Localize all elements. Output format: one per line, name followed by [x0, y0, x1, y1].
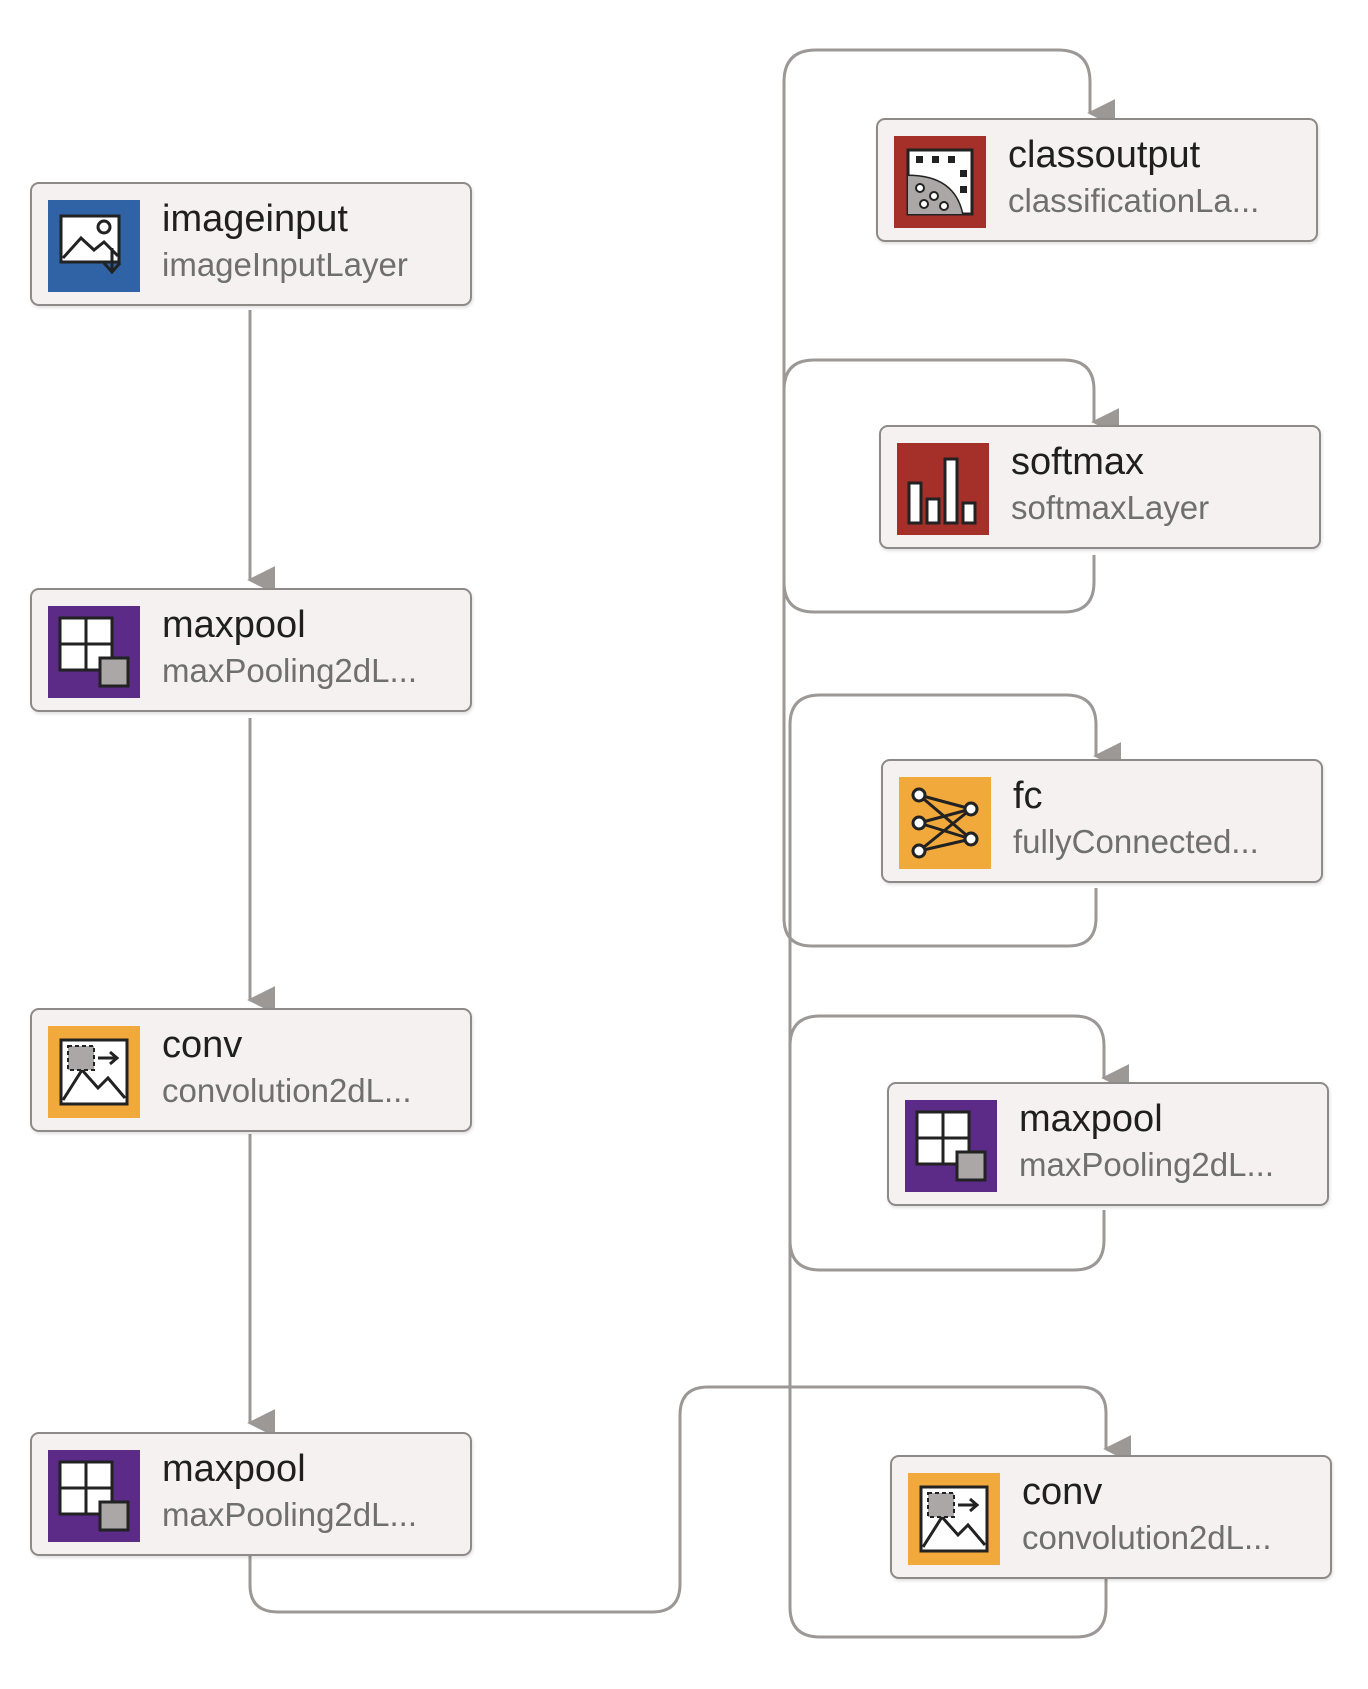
node-type: softmaxLayer — [1011, 489, 1210, 526]
node-type: convolution2dL... — [162, 1072, 412, 1109]
node-maxpool-3[interactable]: maxpool maxPooling2dL... — [887, 1082, 1329, 1206]
wire-fc-to-softmax — [782, 358, 1120, 948]
node-imageinput[interactable]: imageinput imageInputLayer — [30, 182, 472, 306]
wire-maxpool-to-conv-right — [248, 1385, 1132, 1614]
node-name: conv — [162, 1024, 243, 1066]
max-pooling-icon — [48, 606, 140, 698]
node-name: maxpool — [162, 1448, 306, 1490]
node-type: classificationLa... — [1008, 182, 1260, 219]
wire-softmax-to-classoutput — [782, 48, 1116, 614]
fully-connected-icon — [899, 777, 991, 869]
convolution-icon — [908, 1473, 1000, 1565]
node-name: conv — [1022, 1471, 1103, 1513]
node-type: imageInputLayer — [162, 246, 408, 283]
node-classoutput[interactable]: classoutput classificationLa... — [876, 118, 1318, 242]
classification-output-icon — [894, 136, 986, 228]
node-maxpool-2[interactable]: maxpool maxPooling2dL... — [30, 1432, 472, 1556]
node-name: imageinput — [162, 198, 348, 240]
wire-conv-to-maxpool-right — [788, 1014, 1130, 1639]
wire-maxpool-to-fc — [788, 693, 1122, 1272]
softmax-bar-chart-icon — [897, 443, 989, 535]
node-fc[interactable]: fc fullyConnected... — [881, 759, 1323, 883]
max-pooling-icon — [905, 1100, 997, 1192]
node-maxpool-1[interactable]: maxpool maxPooling2dL... — [30, 588, 472, 712]
node-name: softmax — [1011, 441, 1145, 483]
node-name: fc — [1013, 775, 1043, 817]
max-pooling-icon — [48, 1450, 140, 1542]
node-conv-1[interactable]: conv convolution2dL... — [30, 1008, 472, 1132]
node-softmax[interactable]: softmax softmaxLayer — [879, 425, 1321, 549]
node-type: convolution2dL... — [1022, 1519, 1272, 1556]
node-name: maxpool — [1019, 1098, 1163, 1140]
node-type: maxPooling2dL... — [162, 1496, 417, 1533]
node-name: maxpool — [162, 604, 306, 646]
node-name: classoutput — [1008, 134, 1201, 176]
convolution-icon — [48, 1026, 140, 1118]
node-conv-2[interactable]: conv convolution2dL... — [890, 1455, 1332, 1579]
image-input-icon — [48, 200, 140, 292]
node-type: maxPooling2dL... — [162, 652, 417, 689]
node-type: maxPooling2dL... — [1019, 1146, 1274, 1183]
node-type: fullyConnected... — [1013, 823, 1259, 860]
